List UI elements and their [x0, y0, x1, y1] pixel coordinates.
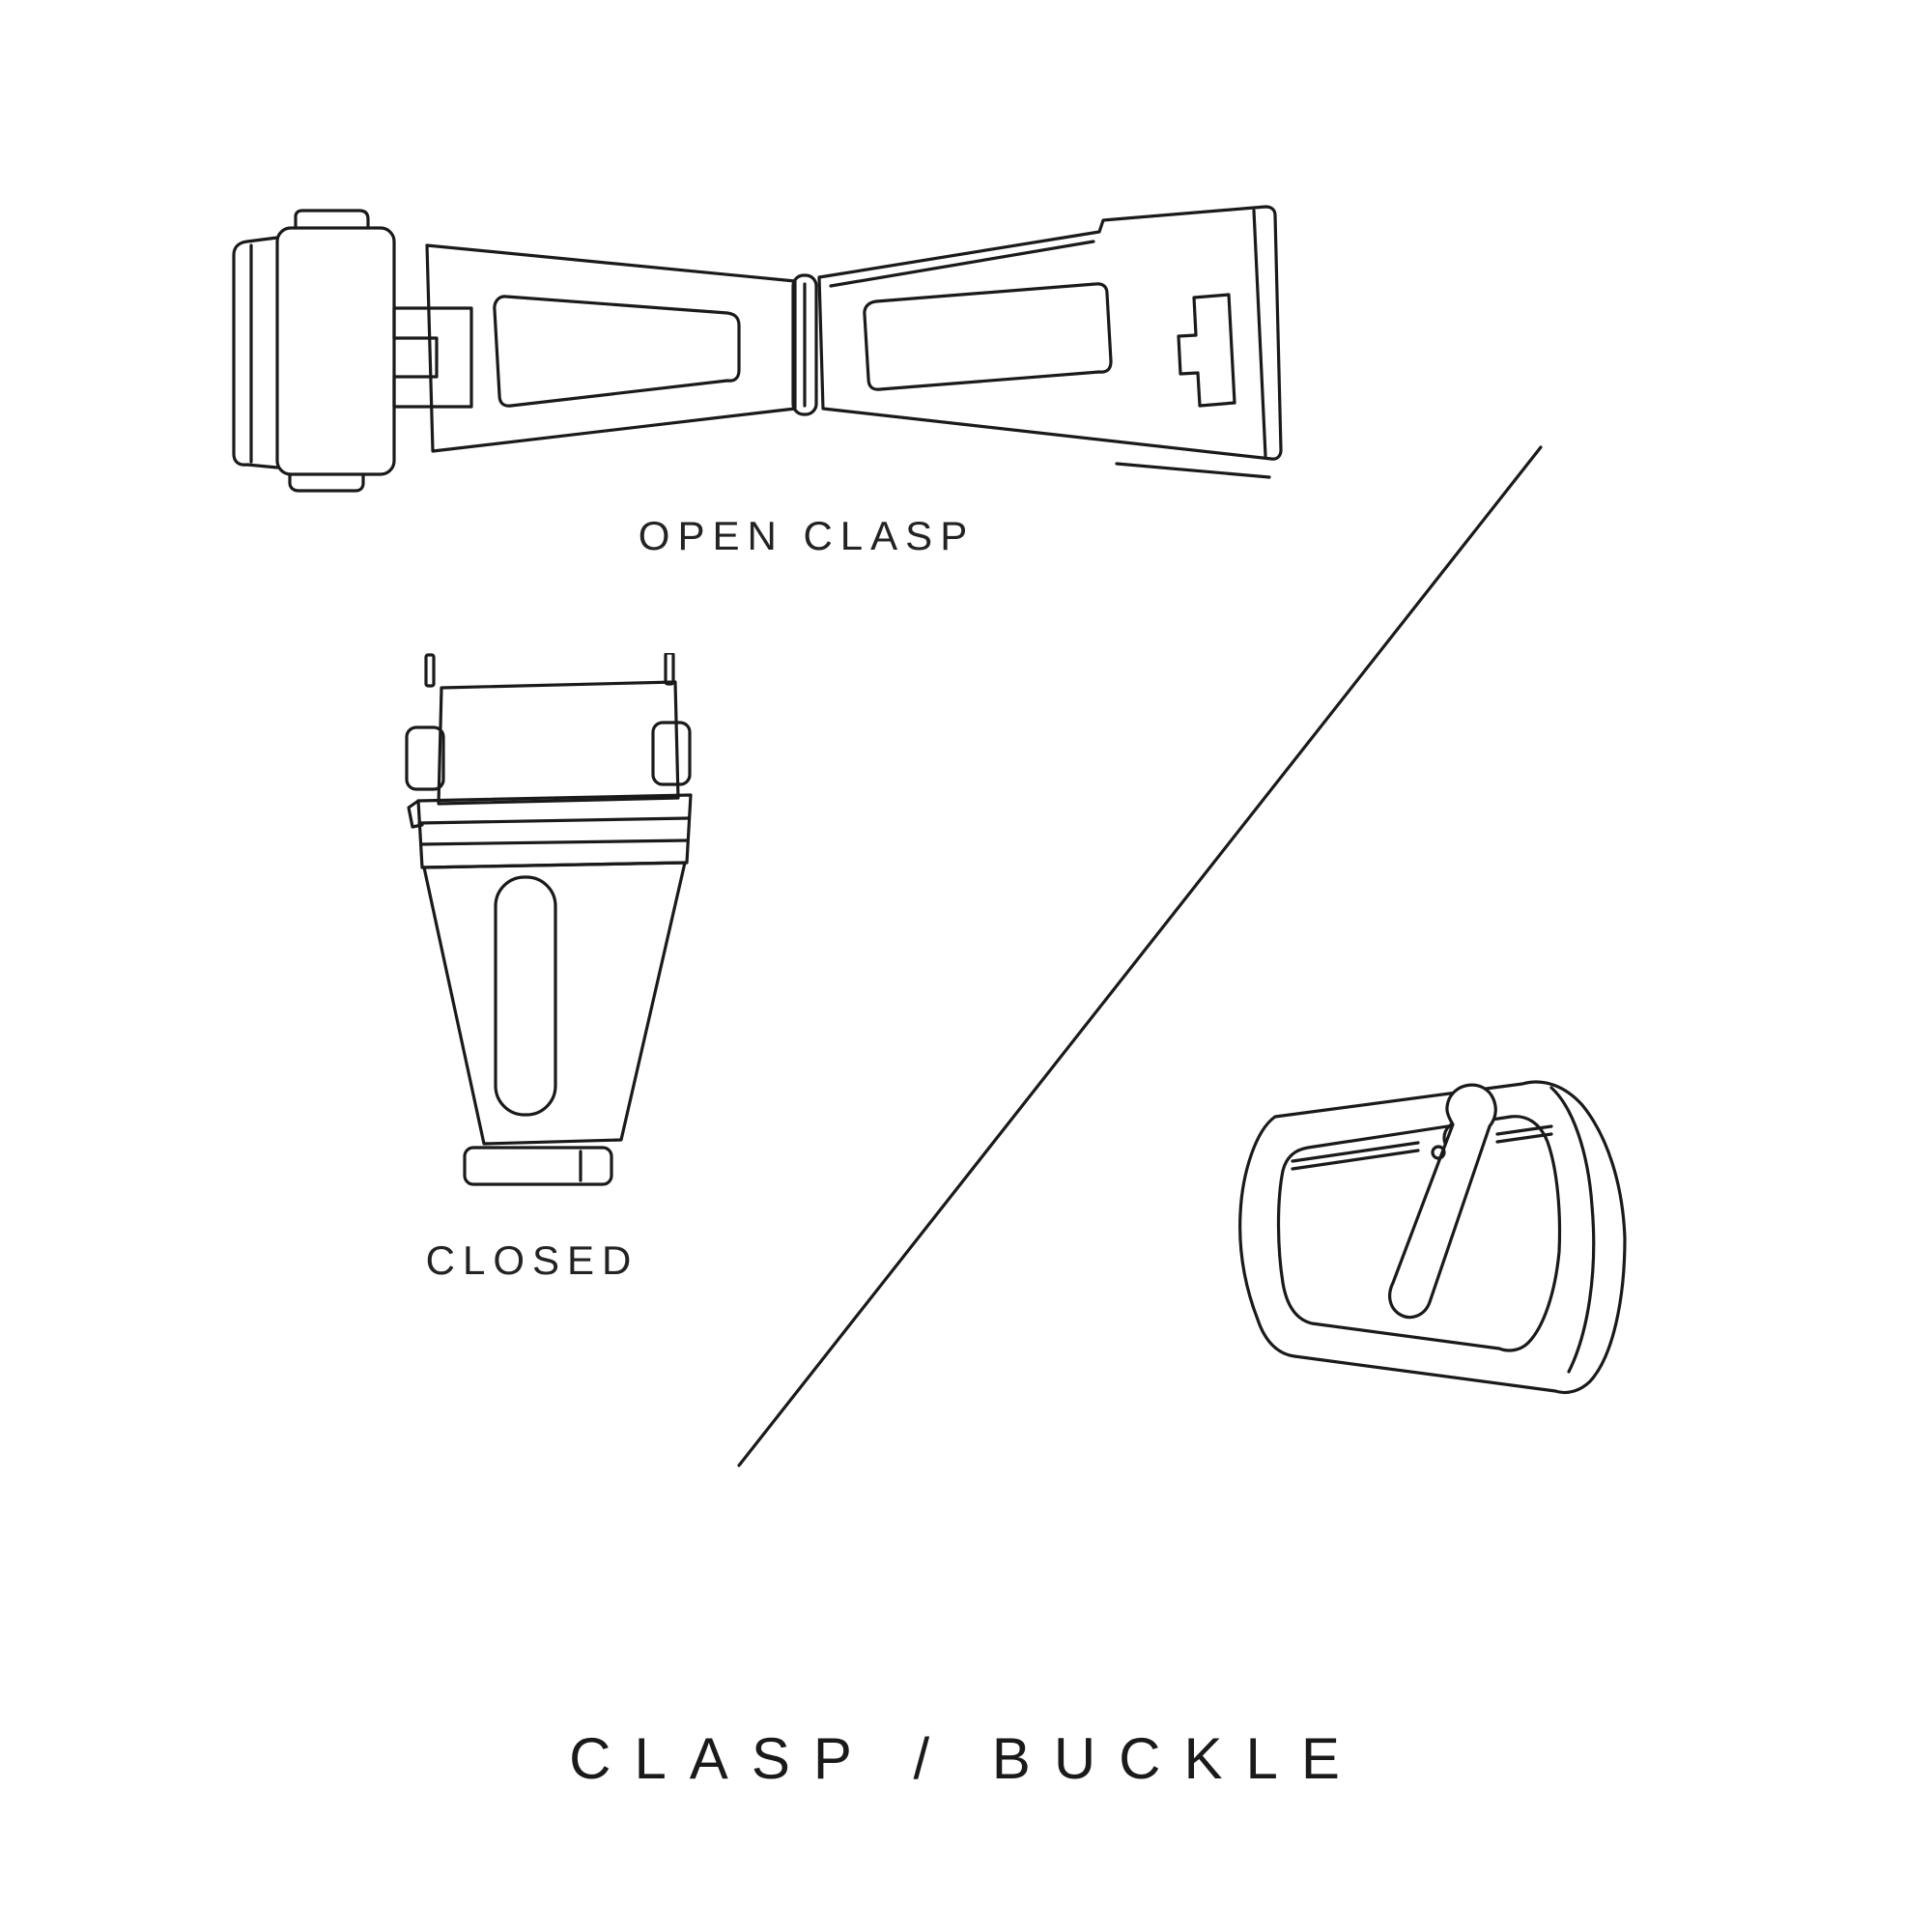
closed-label: CLOSED	[425, 1237, 639, 1283]
open-clasp-label: OPEN CLASP	[638, 513, 976, 558]
tang-buckle-icon	[1238, 1080, 1627, 1395]
closed-clasp-illustration	[405, 653, 693, 1186]
open-clasp-icon	[232, 205, 1283, 493]
buckle-illustration	[1238, 1080, 1627, 1395]
diagonal-divider-line	[737, 445, 1543, 1467]
closed-clasp-icon	[405, 653, 693, 1186]
page-title: CLASP / BUCKLE	[569, 1726, 1363, 1791]
open-clasp-illustration	[232, 205, 1283, 493]
